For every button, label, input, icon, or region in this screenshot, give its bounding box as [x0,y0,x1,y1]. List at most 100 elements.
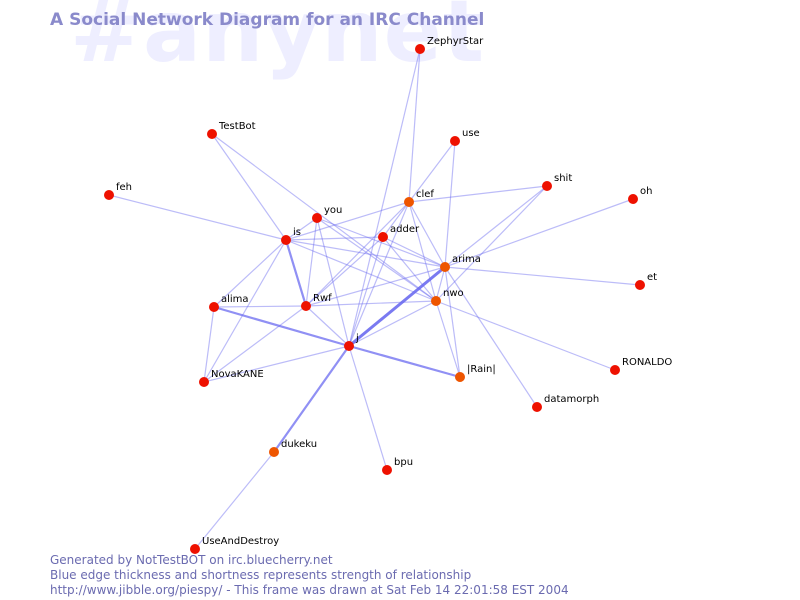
node-dot [415,44,425,54]
edge-clef-Rwf [305,201,410,307]
edge-ZephyrStar-j [348,48,421,347]
node-label: et [647,272,657,283]
edge-feh-is [108,194,287,241]
node-dot [455,372,465,382]
node-dot [207,129,217,139]
node-dot [312,213,322,223]
node-arima: arima [440,254,481,272]
node-NovaKANE: NovaKANE [199,369,264,387]
node-j: j [344,333,359,351]
node-dot [344,341,354,351]
edge-is-alima [213,239,287,308]
node-dot [301,301,311,311]
edge-ZephyrStar-clef [408,48,421,203]
edge-dukeku-j [273,345,350,453]
node-label: is [293,227,301,238]
node-label: bpu [394,457,413,468]
edge-j-Rain [348,344,461,379]
node-dot [209,302,219,312]
node-label: NovaKANE [211,369,264,380]
node-dot [532,402,542,412]
node-adder: adder [378,224,420,242]
node-dot [199,377,209,387]
node-clef: clef [404,189,434,207]
node-label: j [355,333,359,344]
node-label: datamorph [544,394,599,405]
edge-arima-j [348,265,446,348]
node-dot [382,465,392,475]
node-dot [610,365,620,375]
node-shit: shit [542,173,572,191]
edge-UseAndDestroy-dukeku [194,451,275,550]
edge-Rwf-j [305,305,350,347]
node-Rwf: Rwf [301,293,332,311]
edge-is-Rwf [284,239,308,307]
edge-you-is [285,217,318,241]
edge-shit-clef [408,185,548,203]
node-oh: oh [628,186,652,204]
node-UseAndDestroy: UseAndDestroy [190,536,279,554]
node-dot [104,190,114,200]
edge-is-nwo [285,239,437,302]
diagram-title: A Social Network Diagram for an IRC Chan… [50,10,485,30]
node-dot [269,447,279,457]
node-bpu: bpu [382,457,413,475]
edge-you-Rwf [305,217,318,307]
footer: Generated by NotTestBOT on irc.bluecherr… [50,553,569,598]
edge-adder-j [348,236,384,347]
edge-is-NovaKANE [203,239,287,383]
edge-use-arima [444,140,456,268]
node-label: RONALDO [622,357,672,368]
edge-nwo-Rwf [305,300,437,307]
edge-you-j [316,217,350,347]
edge-alima-j [213,305,350,348]
edge-shit-arima [444,185,548,268]
edge-is-adder [285,236,384,241]
edge-layer [108,48,641,550]
edge-clef-adder [382,201,410,238]
node-label: UseAndDestroy [202,536,279,547]
edge-use-clef [408,140,456,203]
node-feh: feh [104,182,132,200]
node-dot [542,181,552,191]
edge-arima-Rain [444,266,461,378]
node-label: adder [390,224,420,235]
node-alima: alima [209,294,249,312]
node-label: you [324,205,342,216]
edge-nwo-Rain [435,300,461,378]
edge-TestBot-is [211,133,287,241]
node-label: dukeku [281,439,317,450]
channel-watermark: #anynet [70,0,486,82]
node-et: et [635,272,657,290]
edge-oh-arima [444,198,634,268]
node-dot [635,280,645,290]
edge-you-arima [316,217,446,268]
edge-TestBot-nwo [211,133,437,302]
node-datamorph: datamorph [532,394,599,412]
edge-adder-nwo [382,236,437,302]
edge-clef-is [285,201,410,241]
node-ZephyrStar: ZephyrStar [415,36,484,54]
node-dot [378,232,388,242]
edge-clef-nwo [408,201,437,302]
node-dot [440,262,450,272]
edge-alima-Rwf [213,305,307,308]
edge-adder-arima [382,236,446,268]
node-label: feh [116,182,132,193]
node-label: use [462,128,480,139]
node-dot [190,544,200,554]
edge-datamorph-arima [444,266,538,408]
node-dot [450,136,460,146]
node-label: nwo [443,288,464,299]
node-RONALDO: RONALDO [610,357,672,375]
node-label: shit [554,173,572,184]
footer-legend-note: Blue edge thickness and shortness repres… [50,568,472,582]
node-label: Rwf [313,293,332,304]
edge-j-NovaKANE [203,345,350,383]
node-nwo: nwo [431,288,464,306]
node-label: arima [452,254,481,265]
node-label: |Rain| [467,364,496,375]
